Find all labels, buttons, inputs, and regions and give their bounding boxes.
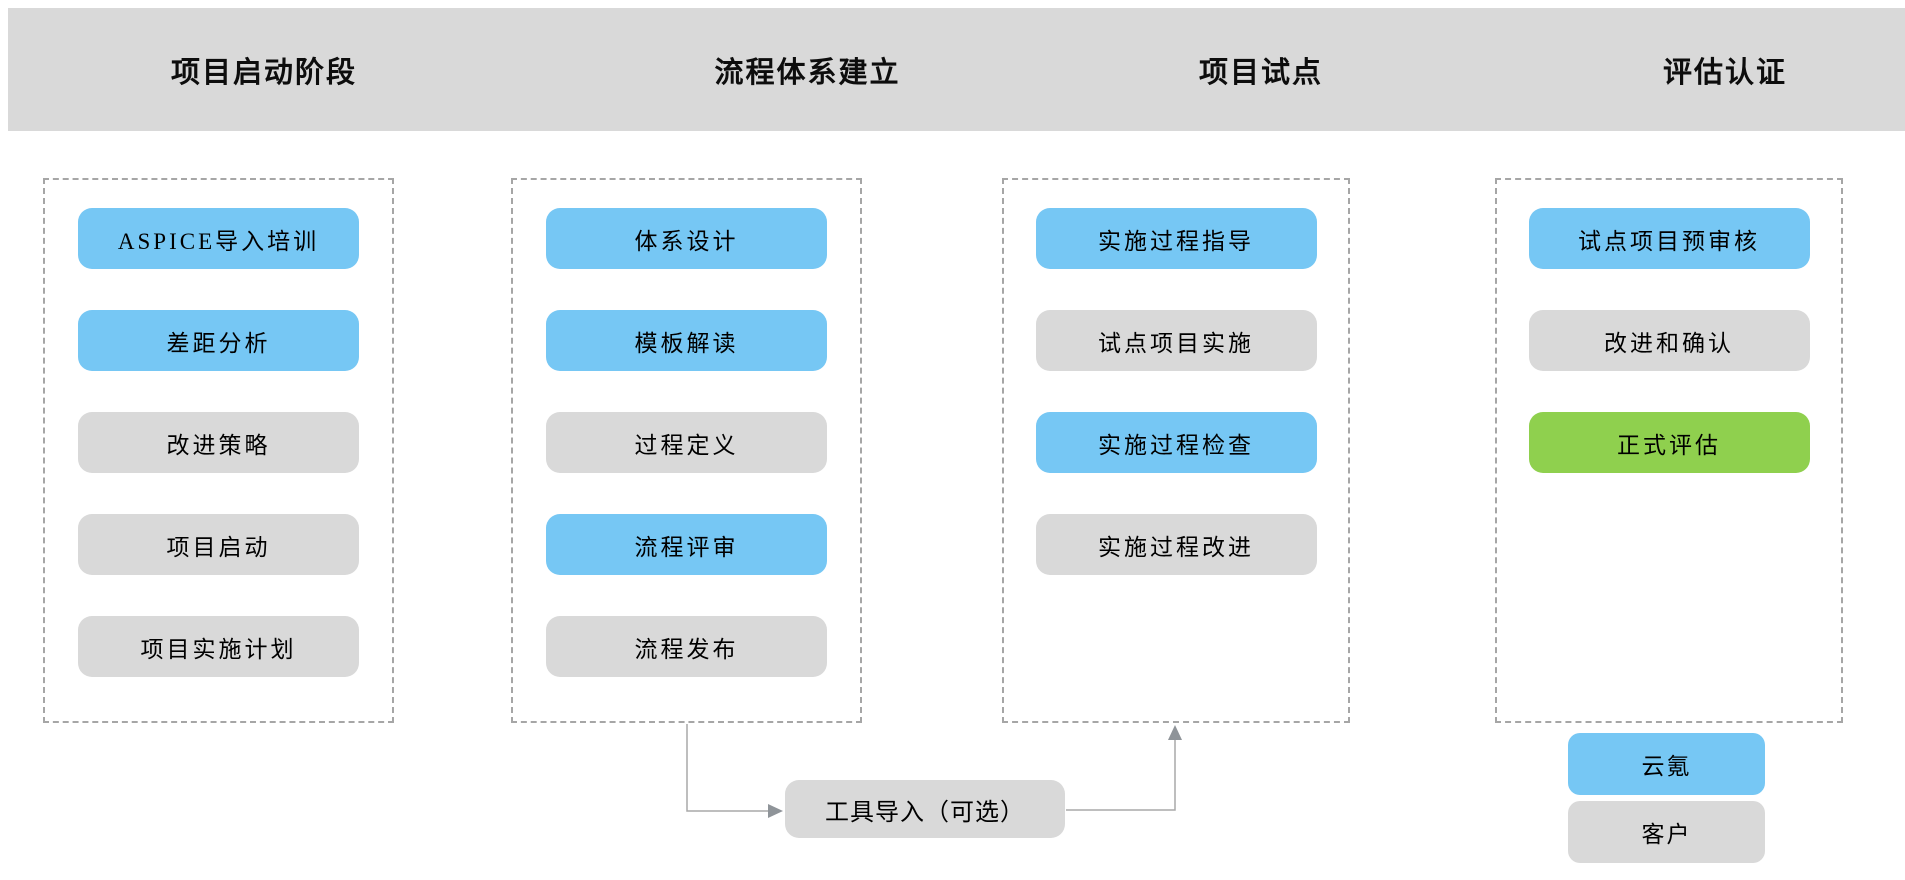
process-step: 实施过程指导 (1035, 208, 1317, 269)
process-step: ASPICE导入培训 (78, 208, 359, 269)
process-step: 差距分析 (78, 310, 359, 371)
process-step: 流程发布 (546, 616, 827, 677)
process-step: 改进策略 (78, 412, 359, 473)
process-step: 流程评审 (546, 514, 827, 575)
phase-title: 流程体系建立 (714, 56, 901, 89)
connector-tool-to-phase3 (1066, 740, 1176, 811)
tool-import-box: 工具导入（可选） (785, 780, 1065, 838)
phase-chevron-1: 项目启动阶段 (8, 8, 602, 131)
arrow-up-icon (1168, 725, 1182, 740)
phase-chevron-4: 评估认证 (1433, 8, 1905, 131)
legend-customer: 客户 (1568, 801, 1765, 863)
phase-container-3: 实施过程指导 试点项目实施 实施过程检查 实施过程改进 (1002, 178, 1350, 723)
phase-title: 项目试点 (1198, 56, 1323, 89)
phase-title: 评估认证 (1662, 56, 1787, 89)
process-step: 试点项目预审核 (1528, 208, 1810, 269)
process-step: 实施过程改进 (1035, 514, 1317, 575)
phase-container-1: ASPICE导入培训 差距分析 改进策略 项目启动 项目实施计划 (43, 178, 394, 723)
arrow-right-icon (768, 804, 783, 818)
process-step: 项目启动 (78, 514, 359, 575)
process-step: 改进和确认 (1528, 310, 1810, 371)
process-step: 试点项目实施 (1035, 310, 1317, 371)
connector-phase2-to-tool (686, 724, 768, 812)
legend-vendor: 云氪 (1568, 733, 1765, 795)
phase-title: 项目启动阶段 (170, 56, 357, 89)
process-step: 项目实施计划 (78, 616, 359, 677)
process-step: 实施过程检查 (1035, 412, 1317, 473)
process-step: 模板解读 (546, 310, 827, 371)
phase-container-4: 试点项目预审核 改进和确认 正式评估 (1495, 178, 1843, 723)
phase-container-2: 体系设计 模板解读 过程定义 流程评审 流程发布 (511, 178, 862, 723)
process-step: 正式评估 (1528, 412, 1810, 473)
process-step: 过程定义 (546, 412, 827, 473)
process-step: 体系设计 (546, 208, 827, 269)
